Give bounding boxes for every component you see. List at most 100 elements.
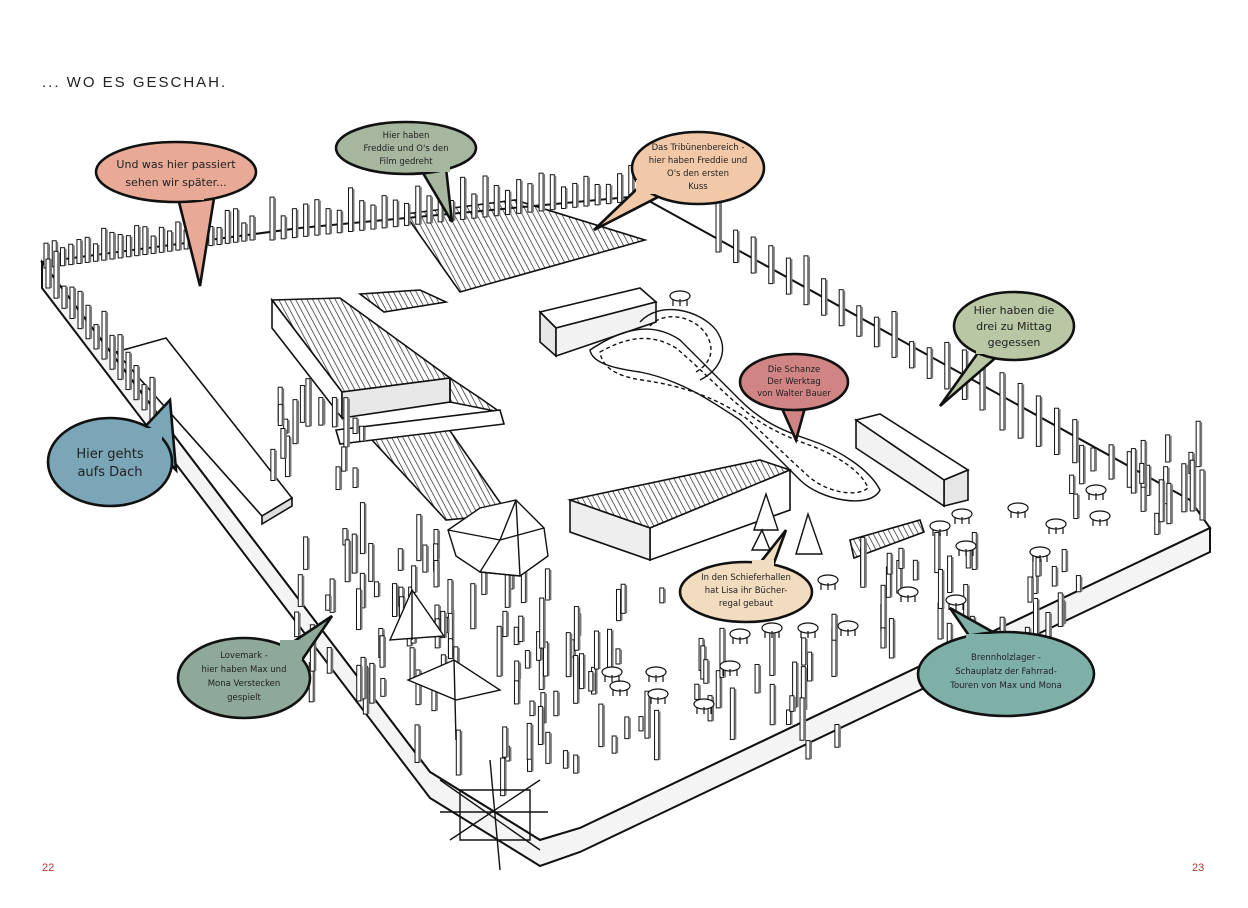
pillar: [381, 195, 389, 229]
pillar: [1069, 474, 1076, 495]
pillar: [789, 695, 796, 712]
pillar: [880, 627, 887, 649]
pillar: [318, 397, 325, 426]
pillar: [471, 193, 478, 219]
pillar: [611, 735, 619, 754]
pillar: [1035, 395, 1043, 447]
pillar: [53, 250, 60, 299]
pillar: [912, 559, 920, 581]
pillar: [1166, 482, 1173, 525]
bubble-text: gegessen: [988, 336, 1041, 349]
bubble-dach: Hier gehts aufs Dach: [46, 396, 178, 508]
pillar: [277, 403, 285, 426]
pillar: [68, 243, 75, 266]
pillar: [615, 648, 622, 665]
pillar: [803, 255, 810, 306]
pillar: [294, 611, 301, 638]
pillar: [336, 209, 344, 234]
pillar: [947, 555, 954, 594]
pillar: [314, 199, 321, 236]
table: [837, 620, 859, 636]
pillar: [588, 671, 595, 692]
table: [817, 574, 839, 590]
pillar: [572, 182, 579, 208]
pillar: [1181, 463, 1188, 513]
bubble-text: Lovemark -: [220, 651, 268, 661]
bubble-text: Und was hier passiert: [116, 158, 236, 171]
pillar: [605, 183, 613, 205]
pillar: [518, 615, 525, 643]
pillar: [583, 175, 590, 207]
bubble-text: hat Lisa ihr Bücher-: [705, 586, 788, 596]
pillar: [888, 618, 896, 659]
pillar: [59, 247, 67, 267]
table: [1045, 518, 1067, 534]
pillar: [101, 227, 108, 261]
pillar: [934, 531, 941, 574]
pillar: [280, 215, 288, 240]
bubble-und-was-hier: Und was hier passiert sehen wir später..…: [94, 140, 258, 287]
pillar: [527, 183, 534, 213]
pillar: [149, 376, 156, 421]
bubble-text: Hier gehts: [76, 447, 143, 462]
pillar: [368, 543, 375, 582]
pillar: [352, 417, 360, 434]
pillar: [659, 587, 666, 604]
pillar: [351, 533, 359, 574]
pillar: [620, 583, 628, 614]
pillar: [370, 204, 377, 230]
bubble-text: In den Schieferhallen: [701, 573, 791, 583]
bubble-text: Hier haben: [383, 131, 430, 141]
table: [761, 622, 783, 638]
bubble-text: drei zu Mittag: [976, 320, 1052, 333]
table: [645, 666, 667, 682]
pillar: [1199, 469, 1206, 521]
pillar: [891, 311, 898, 358]
svg-text:Und was hier passiert: Und was hier passiert: [116, 158, 236, 171]
pillar: [937, 568, 945, 609]
pillar: [415, 669, 422, 706]
table: [729, 628, 751, 644]
table: [1089, 510, 1111, 526]
table: [897, 586, 919, 602]
pillar: [561, 186, 568, 209]
pillar: [1073, 493, 1080, 520]
pillar: [965, 548, 973, 569]
pillar: [1075, 575, 1083, 593]
bubble-text: Touren von Max und Mona: [949, 681, 1062, 691]
pillar: [496, 625, 504, 677]
bubble-tribuene: Das Tribünenbereich - hier haben Freddie…: [593, 130, 766, 232]
pillar: [1195, 420, 1203, 468]
pillar: [562, 750, 570, 769]
pillar: [729, 687, 737, 740]
table: [1029, 546, 1051, 562]
pillar: [69, 286, 76, 319]
bubble-lovemark: Lovemark - hier haben Max und Mona Verst…: [176, 614, 334, 720]
pillar: [504, 570, 512, 608]
pillar: [644, 690, 651, 739]
pillar: [769, 683, 777, 726]
pillar: [482, 175, 490, 218]
pillar: [142, 226, 149, 256]
pillar: [331, 397, 339, 428]
pillar: [909, 341, 916, 369]
pillar: [694, 683, 701, 700]
pillar: [715, 198, 722, 253]
pillar: [416, 514, 423, 562]
race-track: [589, 308, 881, 502]
pillar: [109, 231, 116, 260]
pillar: [537, 705, 545, 745]
pillar: [654, 709, 661, 761]
pillar: [573, 606, 581, 651]
pillar: [125, 235, 133, 258]
bubble-mittag: Hier haben die drei zu Mittag gegessen: [938, 290, 1076, 407]
pillar: [1165, 434, 1172, 463]
pillar: [352, 467, 360, 488]
pillar: [409, 647, 417, 682]
pillar: [539, 597, 546, 649]
pillar: [167, 230, 174, 252]
pillar: [553, 690, 560, 717]
pillar: [379, 635, 387, 668]
bubble-text: aufs Dach: [77, 465, 142, 480]
